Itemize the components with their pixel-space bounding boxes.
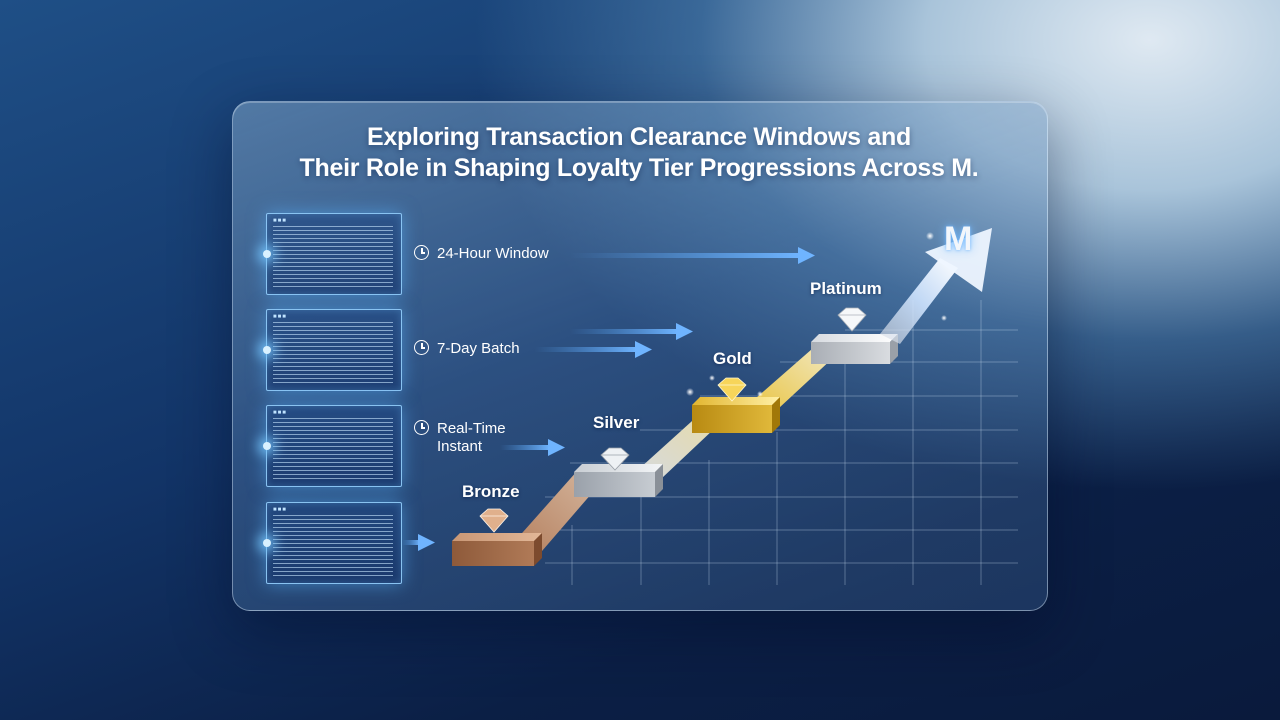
window-label-24h: 24-Hour Window — [437, 245, 549, 262]
window-label-real-time: Real-Time Instant — [437, 420, 506, 456]
document-header-dots: ■■■ — [273, 314, 287, 320]
gold-step — [692, 397, 780, 433]
clock-icon — [414, 420, 429, 435]
chart-grid — [545, 300, 1018, 585]
document-header-dots: ■■■ — [273, 410, 287, 416]
platinum-step — [811, 334, 898, 364]
arrow-7day-upper — [570, 323, 693, 340]
arrow-real-time — [500, 439, 565, 456]
tier-label-silver: Silver — [593, 413, 640, 432]
bronze-step — [452, 533, 542, 566]
platinum-diamond-icon — [837, 307, 867, 332]
document-header-dots: ■■■ — [273, 218, 287, 224]
document-text-lines — [273, 322, 393, 384]
clock-icon — [414, 340, 429, 355]
document-header-dots: ■■■ — [273, 507, 287, 513]
glow-point — [263, 442, 271, 450]
title-line-2: Their Role in Shaping Loyalty Tier Progr… — [299, 154, 979, 182]
glow-point — [263, 539, 271, 547]
clock-icon — [414, 245, 429, 260]
window-label-real-time-line-2: Instant — [437, 438, 483, 455]
tier-label-platinum: Platinum — [810, 279, 882, 298]
arrow-document-4 — [402, 534, 435, 551]
document-card-1: ■■■ — [263, 213, 402, 295]
sparkles — [686, 232, 947, 397]
tier-label-gold: Gold — [713, 349, 752, 368]
document-text-lines — [273, 418, 393, 480]
glow-point — [263, 250, 271, 258]
final-arrow-icon — [880, 228, 992, 344]
document-card-4: ■■■ — [263, 502, 402, 584]
page-title: Exploring Transaction Clearance Windows … — [232, 122, 1046, 184]
window-label-real-time-line-1: Real-Time — [437, 420, 506, 437]
glow-point — [263, 346, 271, 354]
arrow-24h — [570, 247, 815, 264]
silver-diamond-icon — [600, 447, 630, 471]
bronze-diamond-icon — [479, 508, 509, 533]
title-line-1: Exploring Transaction Clearance Windows … — [367, 123, 911, 151]
silver-step — [574, 464, 663, 497]
document-text-lines — [273, 226, 393, 288]
arrow-7day-lower — [535, 341, 652, 358]
brand-m-logo: M — [944, 220, 973, 258]
tier-label-bronze: Bronze — [462, 482, 520, 501]
document-text-lines — [273, 515, 393, 577]
window-label-7day: 7-Day Batch — [437, 340, 520, 357]
gold-diamond-icon — [717, 377, 747, 402]
document-card-2: ■■■ — [263, 309, 402, 391]
document-card-3: ■■■ — [263, 405, 402, 487]
